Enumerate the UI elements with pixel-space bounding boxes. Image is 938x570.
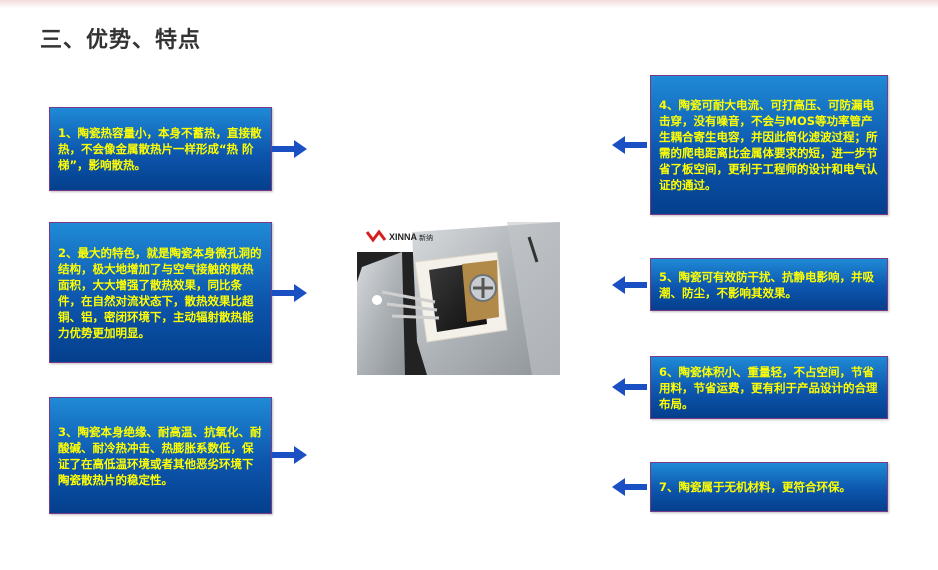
- point-box-6: 6、陶瓷体积小、重量轻，不占空间，节省用料，节省运费，更有利于产品设计的合理布局…: [650, 356, 888, 419]
- arrow-right-icon: [272, 446, 307, 464]
- heatsink-photo: XINNA 新纳: [357, 222, 560, 375]
- arrow-left-icon: [612, 478, 647, 496]
- point-box-4: 4、陶瓷可耐大电流、可打高压、可防漏电击穿，没有噪音，不会与MOS等功率管产生耦…: [650, 75, 888, 215]
- heatsink-illustration: XINNA 新纳: [357, 222, 560, 375]
- slide-title: 三、优势、特点: [40, 27, 202, 53]
- point-text-6: 6、陶瓷体积小、重量轻，不占空间，节省用料，节省运费，更有利于产品设计的合理布局…: [659, 364, 878, 411]
- arrow-right-icon: [272, 140, 307, 158]
- point-text-1: 1、陶瓷热容量小，本身不蓄热，直接散热，不会像金属散热片一样形成“热 阶梯”，影…: [58, 126, 262, 172]
- point-box-2: 2、最大的特色，就是陶瓷本身微孔洞的结构，极大地增加了与空气接触的散热面积，大大…: [49, 222, 272, 363]
- brand-logo-cn: 新纳: [419, 233, 433, 242]
- point-text-2: 2、最大的特色，就是陶瓷本身微孔洞的结构，极大地增加了与空气接触的散热面积，大大…: [58, 245, 262, 340]
- point-box-3: 3、陶瓷本身绝缘、耐高温、抗氧化、耐酸碱、耐冷热冲击、热膨胀系数低，保证了在高低…: [49, 397, 272, 514]
- arrow-left-icon: [612, 276, 647, 294]
- brand-logo-text: XINNA: [389, 232, 418, 242]
- point-text-4: 4、陶瓷可耐大电流、可打高压、可防漏电击穿，没有噪音，不会与MOS等功率管产生耦…: [659, 98, 878, 192]
- point-text-5: 5、陶瓷可有效防干扰、抗静电影响，并吸潮、防尘，不影响其效果。: [659, 269, 874, 300]
- point-text-7: 7、陶瓷属于无机材料，更符合环保。: [659, 480, 851, 494]
- point-box-5: 5、陶瓷可有效防干扰、抗静电影响，并吸潮、防尘，不影响其效果。: [650, 258, 888, 311]
- point-text-3: 3、陶瓷本身绝缘、耐高温、抗氧化、耐酸碱、耐冷热冲击、热膨胀系数低，保证了在高低…: [58, 424, 262, 487]
- arrow-left-icon: [612, 136, 647, 154]
- arrow-left-icon: [612, 378, 647, 396]
- point-box-7: 7、陶瓷属于无机材料，更符合环保。: [650, 462, 888, 512]
- point-box-1: 1、陶瓷热容量小，本身不蓄热，直接散热，不会像金属散热片一样形成“热 阶梯”，影…: [49, 107, 272, 191]
- top-band: [0, 0, 938, 8]
- arrow-right-icon: [272, 284, 307, 302]
